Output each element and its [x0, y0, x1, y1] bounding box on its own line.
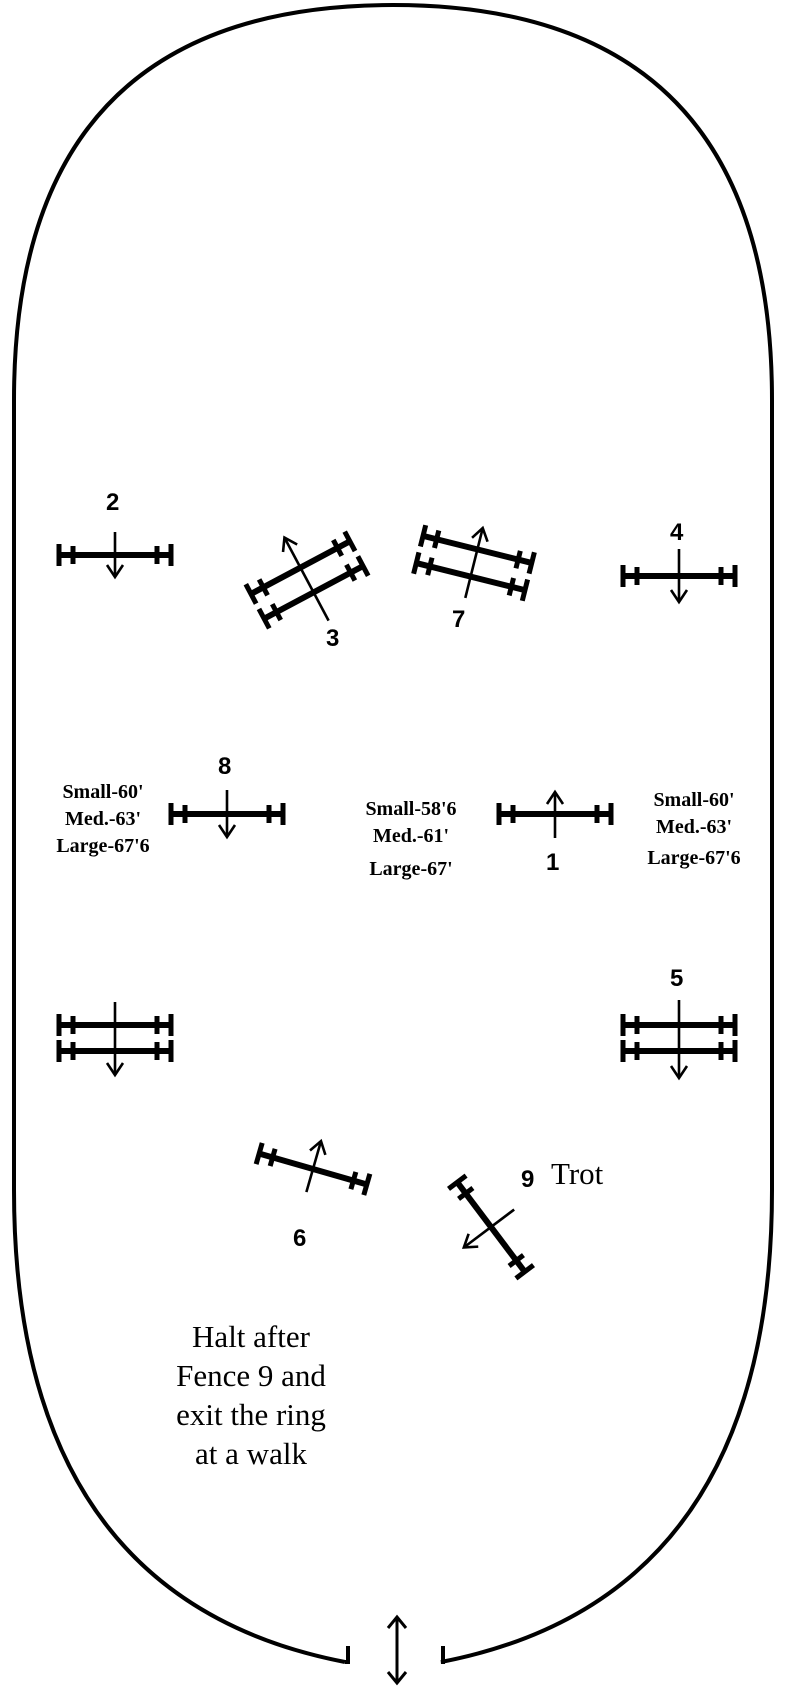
- fence-2-number: 2: [106, 489, 119, 516]
- instruction-line: at a walk: [195, 1436, 307, 1471]
- distance-right-large: Large-67'6: [647, 847, 740, 869]
- fence-4: [621, 549, 737, 604]
- fence-6: [251, 1137, 377, 1208]
- fence-9: [429, 1163, 549, 1294]
- fence-oxer-left: [57, 1002, 173, 1077]
- distance-right-small: Small-60': [653, 789, 734, 811]
- distance-left-small: Small-60': [62, 781, 143, 803]
- distance-left: Small-60' Med.-63' Large-67'6: [56, 781, 149, 857]
- arena-outline: [12, 2, 774, 1664]
- fence-3: [233, 510, 380, 647]
- fence-9-number: 9: [521, 1166, 534, 1193]
- instruction-line: exit the ring: [176, 1397, 326, 1432]
- fence-1-number: 1: [546, 849, 559, 876]
- fence-5-number: 5: [670, 965, 683, 992]
- fence-1: [497, 790, 613, 838]
- distance-center-med: Med.-61': [373, 825, 449, 847]
- fence-8: [169, 790, 285, 839]
- fence-4-number: 4: [670, 519, 684, 546]
- distance-left-med: Med.-63': [65, 808, 141, 830]
- fence-9-trot-note: Trot: [551, 1156, 604, 1191]
- fence-8-number: 8: [218, 753, 231, 780]
- fence-7: [409, 514, 539, 612]
- fence-5: [621, 1000, 737, 1080]
- distance-left-large: Large-67'6: [56, 835, 149, 857]
- distance-right-med: Med.-63': [656, 816, 732, 838]
- instruction-line: Fence 9 and: [176, 1358, 326, 1393]
- fence-2: [57, 532, 173, 579]
- fence-7-number: 7: [452, 606, 465, 633]
- fence-3-number: 3: [326, 625, 339, 652]
- fence-6-number: 6: [293, 1225, 306, 1252]
- instruction-line: Halt after: [192, 1319, 311, 1354]
- gate-arrow-icon: [386, 1614, 408, 1686]
- distance-center-small: Small-58'6: [365, 798, 456, 820]
- distance-center-large: Large-67': [369, 858, 452, 880]
- finish-instructions: Halt after Fence 9 and exit the ring at …: [176, 1319, 326, 1471]
- distance-right: Small-60' Med.-63' Large-67'6: [647, 789, 740, 869]
- distance-center: Small-58'6 Med.-61' Large-67': [365, 798, 456, 880]
